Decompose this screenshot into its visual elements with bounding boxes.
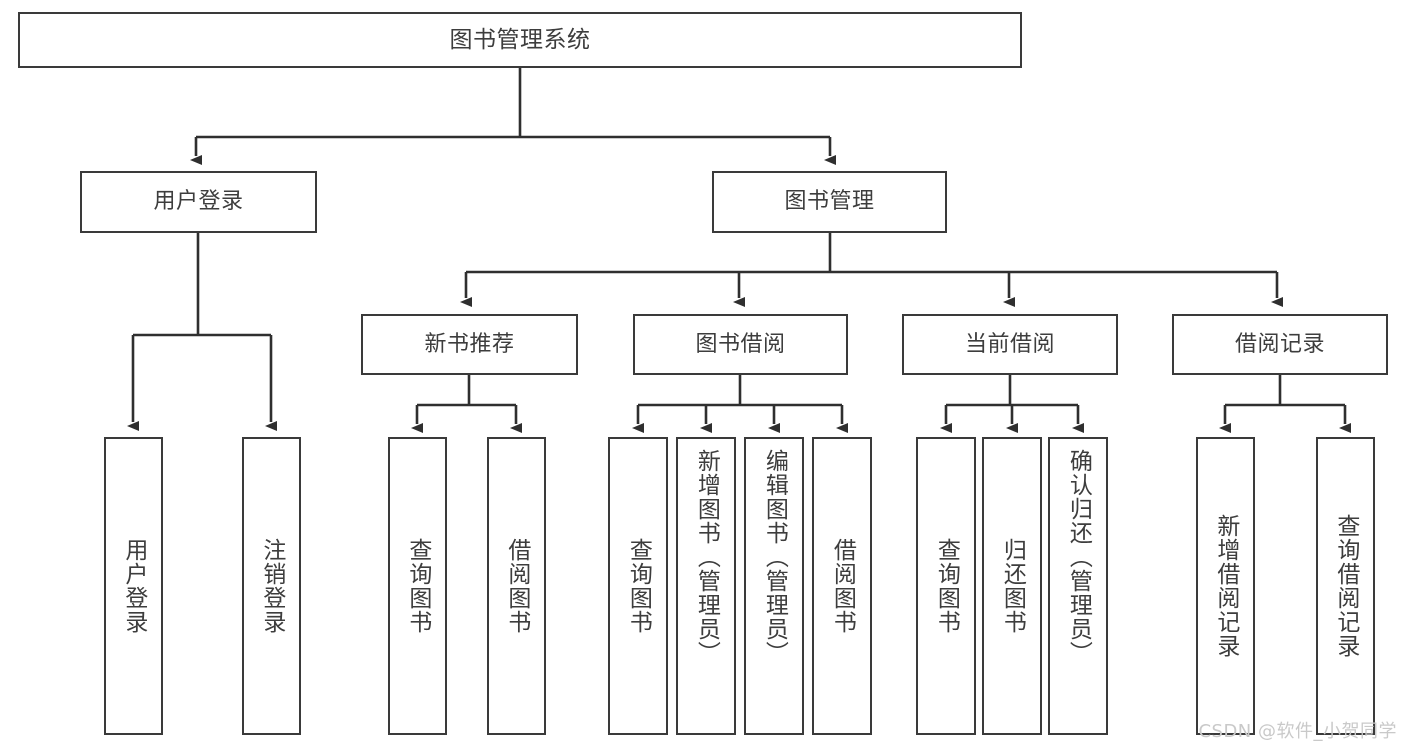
node-label: 注销登录 (258, 538, 285, 634)
node-label: 借阅图书 (829, 538, 856, 634)
node-root-book-management-system[interactable]: 图书管理系统 (18, 12, 1022, 68)
leaf-confirm-return-admin[interactable]: 确认归还（管理员） (1048, 437, 1108, 735)
node-label: 用户登录 (120, 538, 147, 634)
node-book-management[interactable]: 图书管理 (712, 171, 947, 233)
leaf-query-borrow-record[interactable]: 查询借阅记录 (1316, 437, 1375, 735)
leaf-query-book-recommend[interactable]: 查询图书 (388, 437, 447, 735)
leaf-borrow-book[interactable]: 借阅图书 (812, 437, 872, 735)
node-label: 归还图书 (999, 538, 1026, 634)
node-label: 新增借阅记录 (1212, 514, 1239, 658)
node-label: 用户登录 (153, 189, 244, 215)
node-user-login[interactable]: 用户登录 (80, 171, 317, 233)
node-label: 图书借阅 (695, 331, 786, 357)
node-label: 借阅图书 (503, 538, 530, 634)
leaf-borrow-book-recommend[interactable]: 借阅图书 (487, 437, 546, 735)
node-label: 图书管理系统 (449, 26, 591, 53)
node-current-borrow[interactable]: 当前借阅 (902, 314, 1118, 375)
node-book-borrow[interactable]: 图书借阅 (633, 314, 848, 375)
node-label: 当前借阅 (964, 331, 1055, 357)
node-label: 借阅记录 (1234, 331, 1325, 357)
watermark-text: CSDN @软件_小贺同学 (1198, 721, 1397, 742)
node-label: 查询借阅记录 (1332, 514, 1359, 658)
leaf-query-book-borrow[interactable]: 查询图书 (608, 437, 668, 735)
leaf-edit-book-admin[interactable]: 编辑图书（管理员） (744, 437, 804, 735)
leaf-return-book[interactable]: 归还图书 (982, 437, 1042, 735)
leaf-add-borrow-record[interactable]: 新增借阅记录 (1196, 437, 1255, 735)
node-label: 查询图书 (625, 538, 652, 634)
leaf-user-login[interactable]: 用户登录 (104, 437, 163, 735)
node-label: 编辑图书（管理员） (761, 449, 788, 665)
leaf-add-book-admin[interactable]: 新增图书（管理员） (676, 437, 736, 735)
node-borrow-records[interactable]: 借阅记录 (1172, 314, 1388, 375)
leaf-logout[interactable]: 注销登录 (242, 437, 301, 735)
node-new-book-recommend[interactable]: 新书推荐 (361, 314, 578, 375)
node-label: 图书管理 (784, 189, 875, 215)
node-label: 确认归还（管理员） (1065, 449, 1092, 665)
node-label: 新书推荐 (424, 331, 515, 357)
leaf-query-book-current[interactable]: 查询图书 (916, 437, 976, 735)
node-label: 查询图书 (933, 538, 960, 634)
node-label: 新增图书（管理员） (693, 449, 720, 665)
node-label: 查询图书 (404, 538, 431, 634)
